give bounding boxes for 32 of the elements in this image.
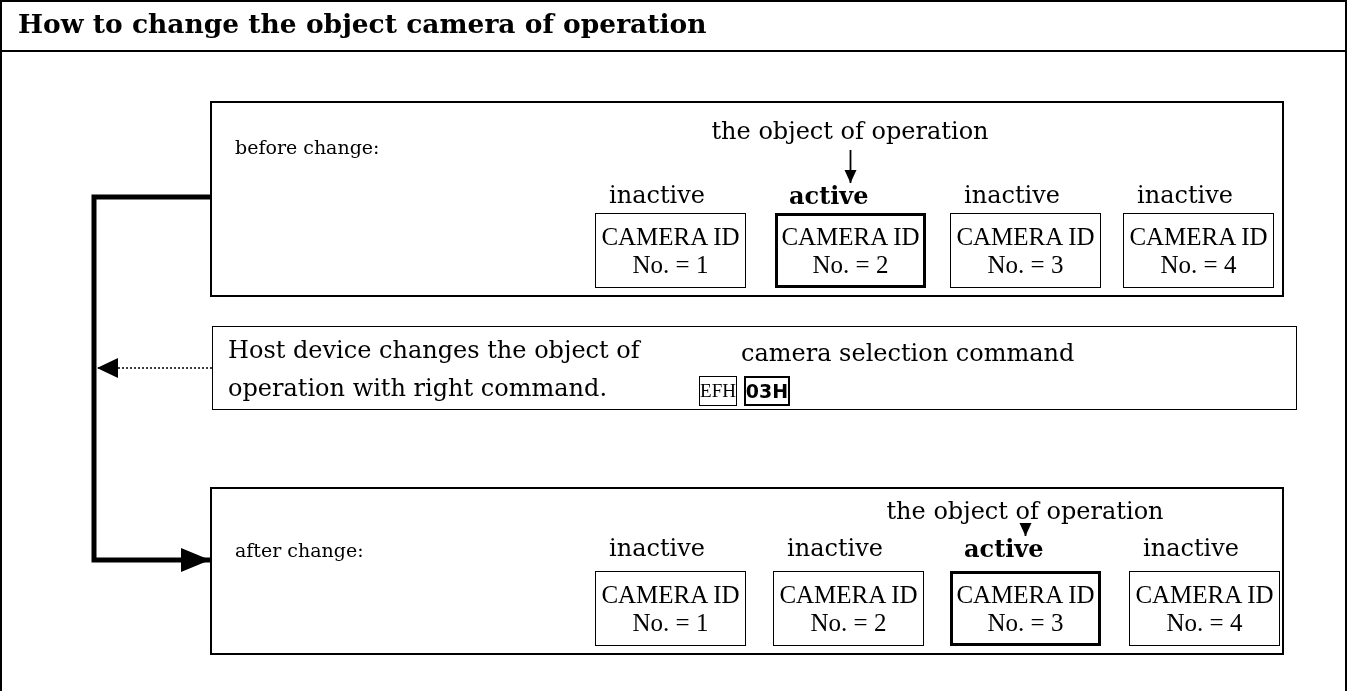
command-code-box: EFH xyxy=(699,376,737,406)
command-label: camera selection command xyxy=(741,339,1075,368)
camera-box: CAMERA ID No. = 1 xyxy=(595,213,746,288)
pointer-arrow xyxy=(96,358,213,378)
status-label: inactive xyxy=(964,181,1060,209)
panel-label: after change: xyxy=(235,539,364,562)
arrow xyxy=(844,149,857,184)
panel-box xyxy=(210,101,1284,297)
camera-box: CAMERA ID No. = 1 xyxy=(595,571,746,646)
status-label: active xyxy=(964,534,1044,563)
arrow xyxy=(1019,523,1032,537)
camera-box: CAMERA ID No. = 4 xyxy=(1123,213,1274,288)
pointer-label: the object of operation xyxy=(865,497,1185,529)
status-label: inactive xyxy=(609,181,705,209)
camera-box: CAMERA ID No. = 3 xyxy=(950,571,1101,646)
camera-box: CAMERA ID No. = 4 xyxy=(1129,571,1280,646)
command-code-box: 03H xyxy=(744,376,790,406)
camera-box: CAMERA ID No. = 2 xyxy=(773,571,924,646)
panel-label: before change: xyxy=(235,136,380,159)
status-label: inactive xyxy=(609,534,705,562)
status-label: inactive xyxy=(1143,534,1239,562)
panel-label: Host device changes the object of operation with right command. xyxy=(228,335,642,404)
panel-box xyxy=(210,487,1284,655)
camera-box: CAMERA ID No. = 3 xyxy=(950,213,1101,288)
panel-box xyxy=(212,326,1297,410)
title: How to change the object camera of operation xyxy=(18,8,707,39)
camera-box: CAMERA ID No. = 2 xyxy=(775,213,926,288)
flow-arrow xyxy=(91,194,210,572)
pointer-label: the object of operation xyxy=(690,117,1010,149)
status-label: inactive xyxy=(787,534,883,562)
status-label: active xyxy=(789,181,869,210)
status-label: inactive xyxy=(1137,181,1233,209)
